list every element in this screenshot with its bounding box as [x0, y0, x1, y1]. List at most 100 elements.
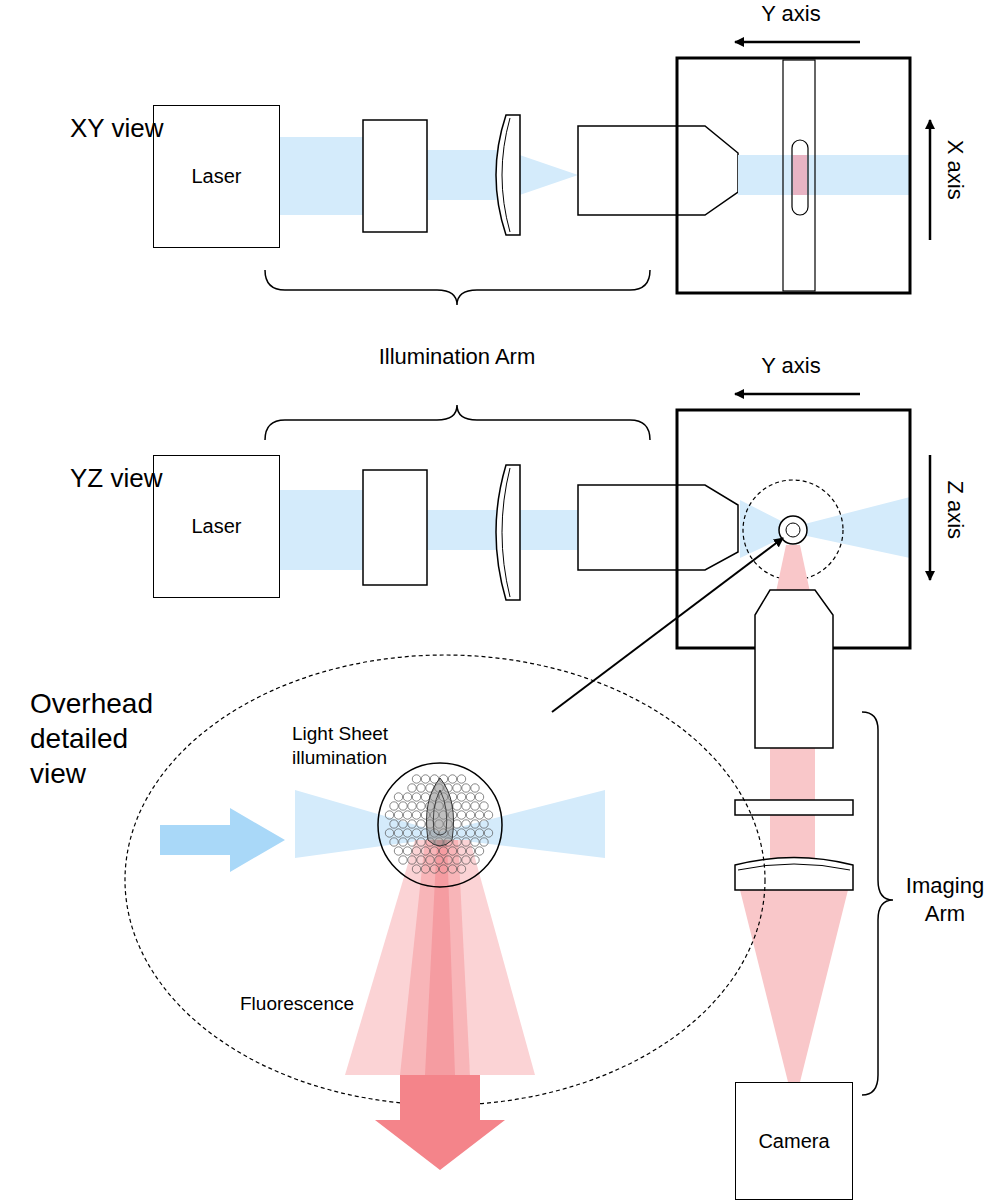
- plant-cell: [471, 820, 479, 828]
- plant-cell: [408, 820, 416, 828]
- plant-cell: [426, 856, 434, 864]
- plant-cell: [394, 793, 402, 801]
- plant-cell: [453, 784, 461, 792]
- plant-cell: [448, 847, 456, 855]
- axis-label: X axis: [941, 140, 969, 200]
- laser-box: Laser: [153, 105, 280, 248]
- plant-cell: [457, 811, 465, 819]
- plant-cell: [412, 829, 420, 837]
- plant-cell: [471, 838, 479, 846]
- plant-cell: [412, 847, 420, 855]
- box-label: Laser: [191, 165, 241, 188]
- plant-cell: [444, 856, 452, 864]
- plant-cell: [457, 793, 465, 801]
- plant-cell: [412, 793, 420, 801]
- plant-cell: [439, 865, 447, 873]
- plant-cell: [421, 847, 429, 855]
- plant-cell: [484, 811, 492, 819]
- plant-cell: [462, 838, 470, 846]
- plant-cell: [417, 784, 425, 792]
- plant-cell: [403, 847, 411, 855]
- plant-cell: [412, 775, 420, 783]
- box-label: Laser: [191, 515, 241, 538]
- plant-cell: [412, 811, 420, 819]
- plant-cell: [466, 793, 474, 801]
- plant-cell: [457, 865, 465, 873]
- plant-cell: [385, 829, 393, 837]
- plant-cell: [462, 784, 470, 792]
- plant-cell: [462, 820, 470, 828]
- text-label: Illumination Arm: [367, 343, 547, 371]
- axis-label: Z axis: [941, 481, 969, 540]
- plant-cell: [480, 820, 488, 828]
- text-label: Light Sheet illumination: [292, 722, 427, 770]
- plant-cell: [417, 838, 425, 846]
- plant-cell: [403, 811, 411, 819]
- text-label: Fluorescence: [240, 992, 354, 1016]
- plant-cell: [457, 775, 465, 783]
- plant-cell: [453, 802, 461, 810]
- plant-cell: [421, 865, 429, 873]
- plant-cells: [385, 775, 492, 873]
- plant-cell: [480, 802, 488, 810]
- plant-cell: [385, 811, 393, 819]
- plant-cell: [448, 775, 456, 783]
- plant-cell: [453, 838, 461, 846]
- plant-cell: [394, 829, 402, 837]
- plant-cell: [394, 811, 402, 819]
- plant-cell: [475, 811, 483, 819]
- plant-cell: [435, 856, 443, 864]
- plant-cell: [453, 856, 461, 864]
- plant-cell: [448, 865, 456, 873]
- plant-cell: [430, 865, 438, 873]
- plant-cell: [457, 847, 465, 855]
- plant-cell: [471, 784, 479, 792]
- plant-cell: [480, 838, 488, 846]
- plant-cell: [462, 856, 470, 864]
- plant-cell: [390, 820, 398, 828]
- text-label: Y axis: [761, 352, 821, 380]
- box-label: Camera: [758, 1130, 829, 1153]
- plant-cell: [403, 829, 411, 837]
- plant-cell: [417, 856, 425, 864]
- plant-cell: [394, 847, 402, 855]
- plant-cell: [390, 838, 398, 846]
- plant-cell: [399, 856, 407, 864]
- plant-cell: [408, 856, 416, 864]
- plant-cell: [484, 829, 492, 837]
- plant-cell: [399, 820, 407, 828]
- plant-cell: [417, 820, 425, 828]
- plant-cell: [399, 802, 407, 810]
- plant-cell: [417, 802, 425, 810]
- plant-cell: [430, 847, 438, 855]
- plant-cell: [462, 802, 470, 810]
- plant-cell: [421, 775, 429, 783]
- camera-box: Camera: [735, 1082, 853, 1200]
- plant-cell: [475, 829, 483, 837]
- plant-cell: [408, 802, 416, 810]
- plant-cell: [439, 847, 447, 855]
- xy-illumination-arm: [265, 42, 930, 305]
- text-label: XY view: [70, 112, 163, 145]
- plant-cell: [421, 793, 429, 801]
- text-label: YZ view: [70, 462, 162, 495]
- text-label: Imaging Arm: [895, 872, 995, 927]
- plant-cell: [453, 820, 461, 828]
- plant-cell: [475, 847, 483, 855]
- imaging-arm: [735, 590, 893, 1095]
- text-label: Y axis: [761, 0, 821, 28]
- plant-cell: [412, 865, 420, 873]
- plant-cell: [408, 784, 416, 792]
- detail-view: [125, 538, 783, 1170]
- plant-cell: [475, 793, 483, 801]
- plant-cell: [471, 802, 479, 810]
- plant-cell: [471, 856, 479, 864]
- plant-cell: [457, 829, 465, 837]
- plant-cell: [466, 847, 474, 855]
- plant-cell: [466, 811, 474, 819]
- laser-box: Laser: [153, 455, 280, 598]
- plant-cell: [390, 802, 398, 810]
- plant-cell: [408, 838, 416, 846]
- text-label: Overhead detailed view: [30, 686, 180, 791]
